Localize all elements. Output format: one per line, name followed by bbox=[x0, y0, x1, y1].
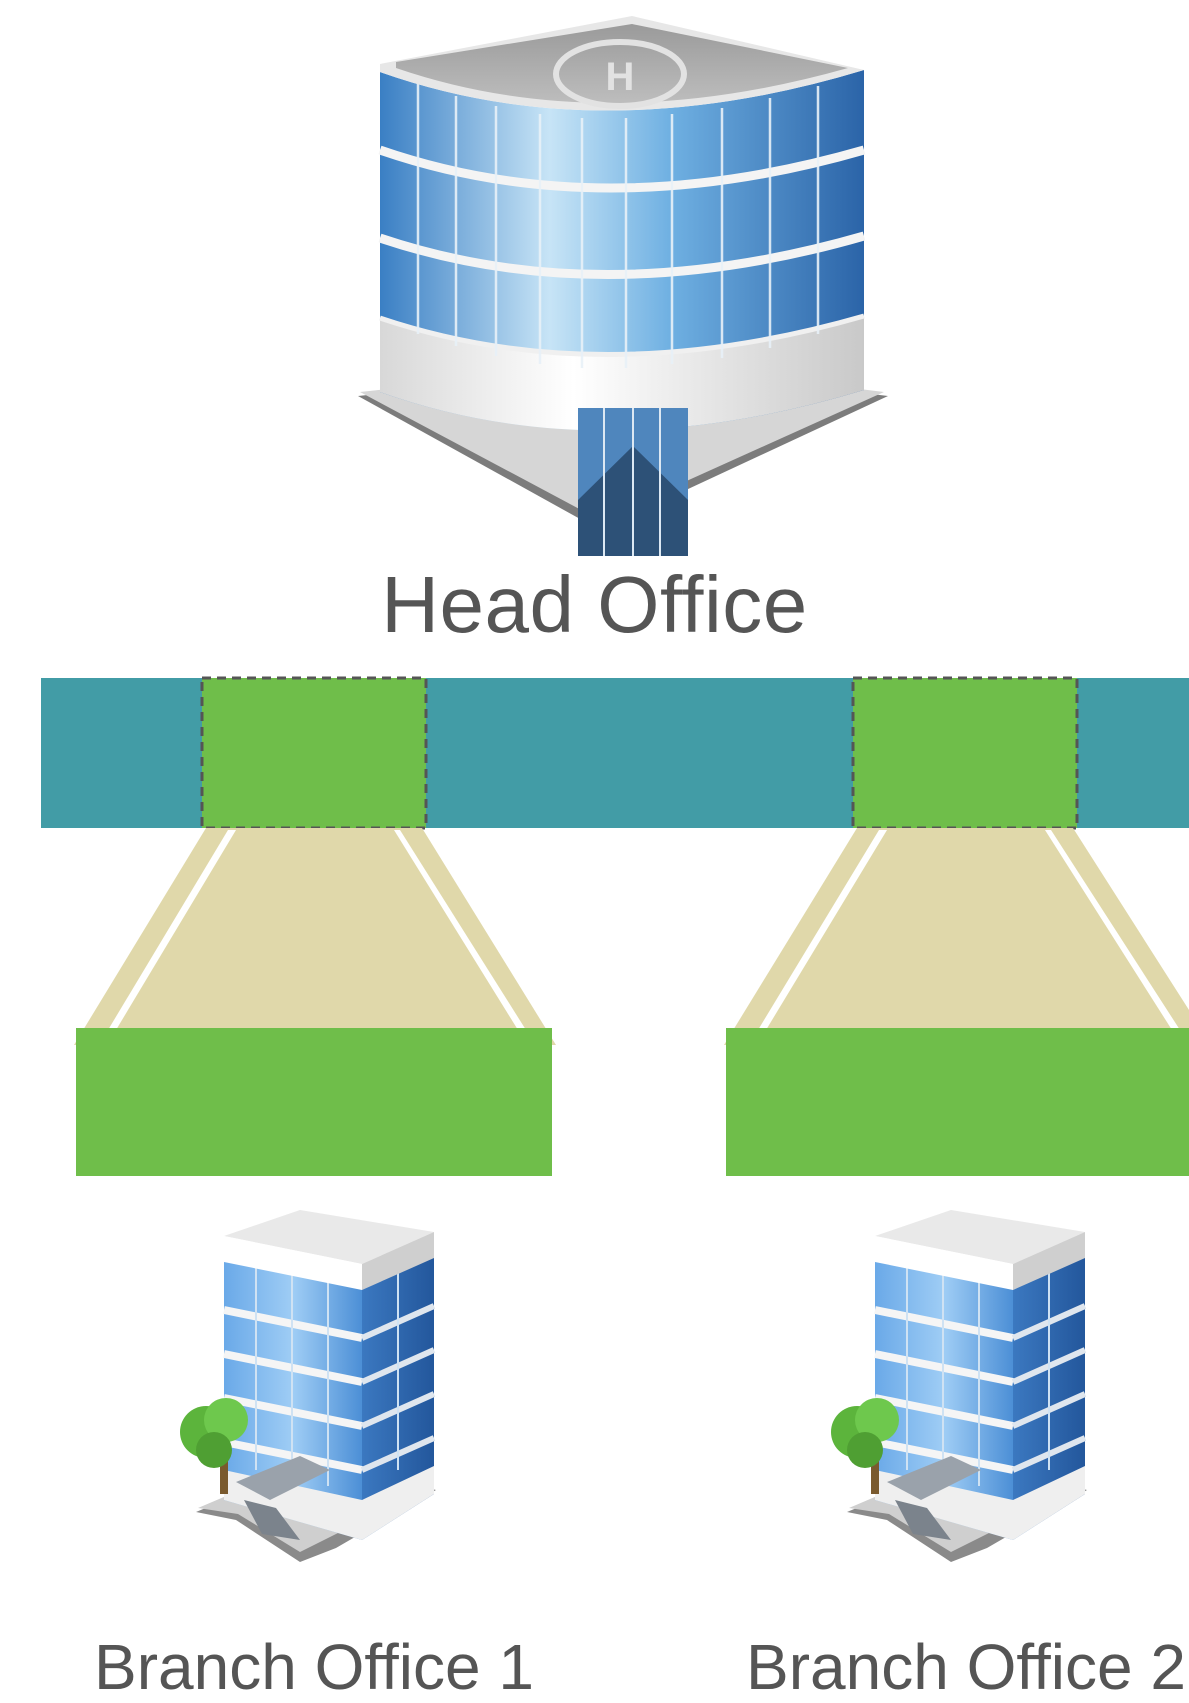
head-office-icon: H bbox=[358, 16, 888, 556]
branch-block-right bbox=[726, 1028, 1189, 1176]
branch-office-2-label: Branch Office 2 bbox=[746, 1631, 1186, 1703]
connector-right bbox=[724, 828, 1189, 1045]
head-office-label: Head Office bbox=[381, 560, 808, 649]
link-block-right bbox=[851, 676, 1079, 830]
svg-text:H: H bbox=[606, 55, 635, 99]
branch-office-1-label: Branch Office 1 bbox=[94, 1631, 534, 1703]
network-diagram: H bbox=[41, 16, 1189, 1562]
branch-office-1-icon bbox=[180, 1210, 436, 1562]
link-block-left bbox=[200, 676, 428, 830]
branch-block-left bbox=[76, 1028, 552, 1176]
connector-left bbox=[74, 828, 556, 1045]
branch-office-2-icon bbox=[831, 1210, 1087, 1562]
